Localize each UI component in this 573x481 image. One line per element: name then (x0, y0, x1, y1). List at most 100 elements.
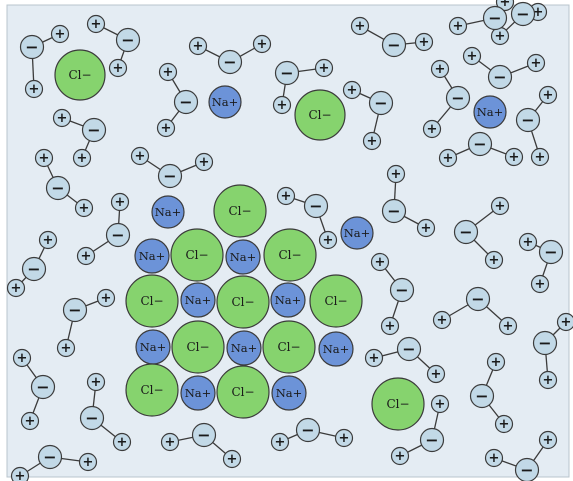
oxygen-atom (37, 444, 63, 470)
hydrogen-atom (276, 186, 296, 206)
hydrogen-atom (194, 152, 214, 172)
oxygen-sign: − (538, 334, 551, 353)
hydrogen-atom (362, 131, 382, 151)
hydrogen-sign: + (91, 375, 102, 390)
water-molecule: ++− (160, 422, 242, 469)
oxygen-atom (157, 163, 183, 189)
water-molecule: ++− (532, 312, 573, 390)
oxygen-sign: − (280, 64, 293, 83)
oxygen-sign: − (179, 93, 192, 112)
hydrogen-sign: + (275, 435, 286, 450)
hydrogen-atom (318, 230, 338, 250)
oxygen-sign: − (309, 197, 322, 216)
chloride-ion: Cl− (54, 49, 106, 101)
oxygen-atom (62, 297, 88, 323)
oxygen-atom (469, 383, 495, 409)
sodium-ion: Na+ (208, 85, 242, 119)
hydrogen-sign: + (421, 221, 432, 236)
chloride-ion: Cl− (213, 184, 267, 238)
chloride-ion: Cl− (125, 274, 179, 328)
oxygen-atom (295, 417, 321, 443)
sodium-label: Na+ (185, 293, 212, 307)
hydrogen-sign: + (347, 83, 358, 98)
hydrogen-atom (156, 118, 176, 138)
sodium-label: Na+ (477, 105, 504, 119)
chloride-label: Cl− (140, 383, 163, 397)
oxygen-sign: − (451, 89, 464, 108)
oxygen-sign: − (402, 340, 415, 359)
oxygen-sign: − (425, 431, 438, 450)
oxygen-sign: − (520, 461, 533, 480)
hydrogen-atom (56, 338, 76, 358)
hydrogen-sign: + (83, 455, 94, 470)
hydrogen-atom (252, 34, 272, 54)
hydrogen-atom (10, 466, 30, 481)
sodium-label: Na+ (230, 250, 257, 264)
chloride-label: Cl− (185, 248, 208, 262)
hydrogen-atom (484, 448, 504, 468)
water-molecule: + + − (364, 336, 446, 384)
water-molecule: ++− (390, 394, 450, 466)
hydrogen-atom (430, 394, 450, 414)
hydrogen-sign: + (163, 65, 174, 80)
hydrogen-sign: + (77, 151, 88, 166)
oxygen-atom (21, 256, 47, 282)
oxygen-atom (115, 27, 141, 53)
hydrogen-sign: + (25, 414, 36, 429)
chloride-label: Cl− (386, 397, 409, 411)
oxygen-atom (515, 107, 541, 133)
oxygen-atom (274, 60, 300, 86)
hydrogen-sign: + (115, 195, 126, 210)
hydrogen-sign: + (369, 351, 380, 366)
hydrogen-sign: + (323, 233, 334, 248)
hydrogen-sign: + (257, 37, 268, 52)
chloride-label: Cl− (140, 294, 163, 308)
hydrogen-sign: + (431, 367, 442, 382)
chloride-ion: Cl− (294, 89, 346, 141)
sodium-label: Na+ (231, 341, 258, 355)
oxygen-sign: − (493, 68, 506, 87)
hydrogen-atom (432, 310, 452, 330)
oxygen-sign: − (68, 301, 81, 320)
hydrogen-sign: + (277, 98, 288, 113)
water-molecule: ++− (86, 14, 141, 78)
hydrogen-atom (72, 148, 92, 168)
sodium-label: Na+ (139, 249, 166, 263)
hydrogen-atom (342, 80, 362, 100)
hydrogen-atom (430, 59, 450, 79)
hydrogen-sign: + (561, 315, 572, 330)
oxygen-sign: − (521, 111, 534, 130)
oxygen-sign: − (121, 31, 134, 50)
hydrogen-sign: + (165, 435, 176, 450)
hydrogen-sign: + (91, 17, 102, 32)
hydrogen-sign: + (443, 151, 454, 166)
hydrogen-sign: + (489, 451, 500, 466)
oxygen-atom (79, 405, 105, 431)
water-molecule: ++− (518, 232, 564, 294)
water-molecule: ++− (270, 417, 354, 452)
hydrogen-atom (12, 348, 32, 368)
hydrogen-atom (34, 148, 54, 168)
oxygen-atom (532, 330, 558, 356)
hydrogen-sign: + (11, 281, 22, 296)
hydrogen-atom (364, 348, 384, 368)
oxygen-sign: − (387, 36, 400, 55)
water-molecule: + + − (276, 186, 338, 250)
water-molecule: ++− (188, 34, 272, 75)
hydrogen-atom (518, 232, 538, 252)
oxygen-sign: − (387, 202, 400, 221)
chloride-ion: Cl− (216, 365, 270, 419)
sodium-ion: Na+ (318, 331, 354, 367)
hydrogen-sign: + (281, 189, 292, 204)
hydrogen-atom (556, 312, 573, 332)
hydrogen-sign: + (435, 62, 446, 77)
oxygen-atom (105, 222, 131, 248)
hydrogen-atom (498, 316, 518, 336)
oxygen-atom (191, 422, 217, 448)
hydrogen-atom (158, 62, 178, 82)
sodium-ion: Na+ (151, 195, 185, 229)
oxygen-atom (45, 175, 71, 201)
water-molecule: ++− (12, 348, 56, 431)
water-molecule: ++− (448, 0, 515, 36)
